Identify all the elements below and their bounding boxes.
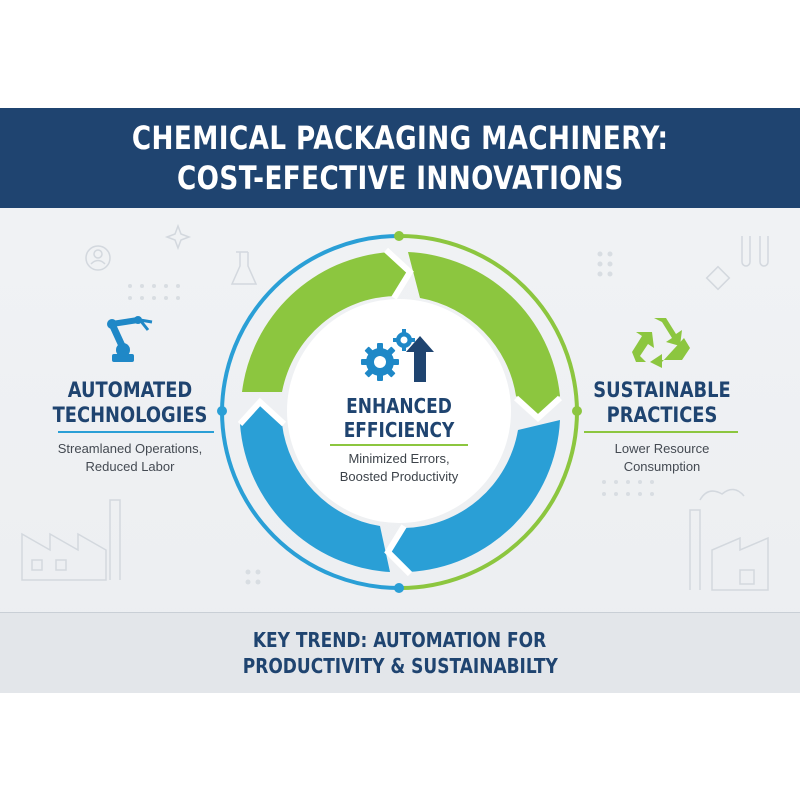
outer-ring-blue	[220, 410, 400, 590]
center-text-block: ENHANCED EFFICIENCY	[299, 394, 499, 442]
test-tubes-icon	[741, 236, 769, 267]
left-factory-icon	[21, 499, 121, 581]
page-title-line-2: COST-EFECTIVE INNOVATIONS	[176, 159, 624, 197]
outer-ring-blue-top	[220, 234, 400, 412]
center-sub-line-2: Boosted Productivity	[339, 469, 459, 484]
recycle-icon	[632, 318, 690, 368]
gears-up-arrow-icon	[361, 329, 434, 382]
center-subtext-block: Minimized Errors, Boosted Productivity	[299, 450, 499, 486]
right-sub-line-2: Consumption	[623, 459, 701, 474]
right-sub-line-1: Lower Resource	[614, 441, 710, 456]
right-subtext-block: Lower Resource Consumption	[562, 440, 762, 476]
right-factory-icon	[689, 488, 769, 591]
robotic-arm-icon	[107, 316, 153, 362]
right-connector-line	[584, 431, 738, 433]
left-heading-block: AUTOMATED TECHNOLOGIES	[30, 378, 230, 428]
node-left	[217, 406, 227, 416]
center-heading-line-1: ENHANCED	[346, 394, 452, 418]
title-banner: CHEMICAL PACKAGING MACHINERY: COST-EFECT…	[0, 108, 800, 208]
green-cycle-arrow	[242, 252, 560, 416]
node-right	[572, 406, 582, 416]
left-sub-line-2: Reduced Labor	[85, 459, 175, 474]
left-heading-line-1: AUTOMATED	[67, 378, 193, 402]
left-connector-line	[58, 431, 214, 433]
key-trend-banner: KEY TREND: AUTOMATION FOR PRODUCTIVITY &…	[0, 612, 800, 693]
key-trend-line-1: KEY TREND: AUTOMATION FOR	[253, 628, 547, 652]
left-subtext-block: Streamlaned Operations, Reduced Labor	[30, 440, 230, 476]
right-heading-block: SUSTAINABLE PRACTICES	[562, 378, 762, 428]
right-heading-line-2: PRACTICES	[606, 403, 718, 427]
diamond-icon	[705, 265, 731, 291]
flask-icon	[230, 251, 258, 285]
sparkle-icon	[164, 223, 192, 251]
node-bottom	[394, 583, 404, 593]
blue-cycle-arrow	[240, 402, 560, 572]
left-heading-line-2: TECHNOLOGIES	[52, 403, 208, 427]
outer-ring-green	[398, 233, 579, 412]
center-heading-line-2: EFFICIENCY	[343, 418, 455, 442]
page-title-line-1: CHEMICAL PACKAGING MACHINERY:	[131, 119, 669, 157]
center-sub-line-1: Minimized Errors,	[348, 451, 450, 466]
profile-icon	[85, 245, 111, 271]
right-heading-line-1: SUSTAINABLE	[593, 378, 731, 402]
key-trend-line-2: PRODUCTIVITY & SUSTAINABILTY	[242, 654, 558, 678]
center-divider	[330, 444, 468, 446]
center-disk	[287, 299, 511, 523]
left-sub-line-1: Streamlaned Operations,	[57, 441, 203, 456]
outer-ring-green-bottom	[398, 410, 579, 591]
node-top	[394, 231, 404, 241]
